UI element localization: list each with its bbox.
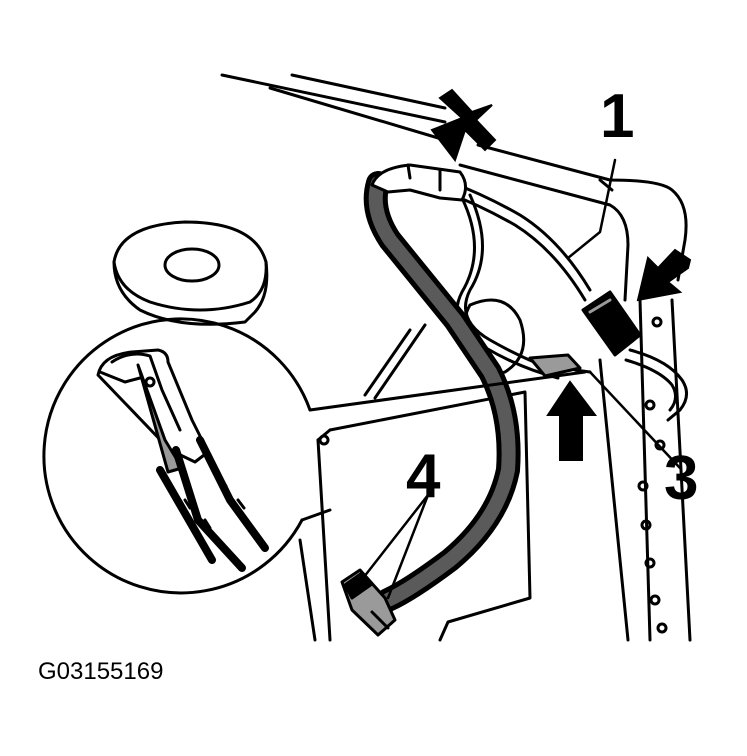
lower-panel [298, 390, 532, 642]
upper-clip [370, 163, 467, 202]
callout-3: 3 [664, 444, 699, 513]
pillar-panel [598, 298, 692, 642]
figure-id: G03155169 [38, 658, 164, 685]
callout-1: 1 [600, 82, 635, 151]
mounting-hole-icon [637, 316, 668, 634]
arrow-right [636, 248, 692, 302]
strap [363, 171, 521, 612]
arrow-up [546, 380, 598, 461]
detail-magnifier [42, 317, 587, 595]
anchor-bolt [340, 568, 397, 637]
arrow-icon [430, 88, 692, 461]
dome-part [112, 220, 269, 326]
roof-trim-panel [220, 73, 688, 302]
arrow-top [430, 88, 497, 163]
support-rods [363, 323, 427, 400]
callout-4: 4 [406, 442, 441, 511]
connector-icon [581, 290, 642, 357]
leader-lines [358, 158, 682, 600]
connector-part-3 [528, 353, 592, 378]
